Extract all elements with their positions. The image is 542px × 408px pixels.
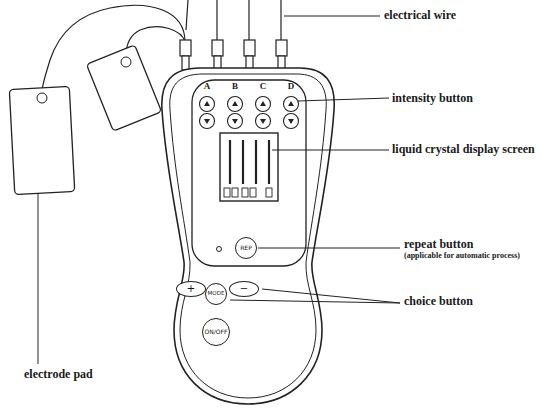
part-label: intensity button — [392, 92, 473, 105]
part-label: liquid crystal display screen — [392, 143, 535, 156]
leader-line — [38, 16, 400, 364]
lcd-digits — [224, 188, 272, 197]
part-label: electrical wire — [384, 9, 456, 22]
plug — [180, 40, 287, 70]
arrow-symbol — [204, 101, 294, 124]
part-label: choice button — [404, 295, 473, 308]
device-button: − — [229, 281, 259, 297]
channel-letter: D — [288, 82, 295, 92]
part-label: repeat button — [404, 238, 473, 251]
channel-letter: A — [204, 82, 211, 92]
channel-letter: B — [232, 82, 238, 92]
device-button: + — [176, 281, 206, 297]
intensity-button — [200, 97, 299, 129]
part-label: (applicable for automatic process) — [404, 252, 520, 261]
lcd-screen — [220, 133, 278, 201]
device-housing — [162, 68, 334, 404]
button-text: MODE — [208, 291, 225, 297]
button-text: + — [187, 284, 195, 294]
device-button: REP — [235, 237, 257, 259]
part-label: electrode pad — [24, 368, 93, 381]
control-panel — [192, 80, 306, 266]
device-rim — [170, 74, 326, 398]
indicator-light — [217, 247, 222, 252]
lcd-bars — [230, 140, 269, 184]
channel-letter: C — [260, 82, 267, 92]
button-text: ON/OFF — [205, 329, 228, 335]
button-text: − — [240, 284, 248, 294]
electrode-pad — [9, 45, 161, 195]
button-text: REP — [240, 245, 252, 251]
